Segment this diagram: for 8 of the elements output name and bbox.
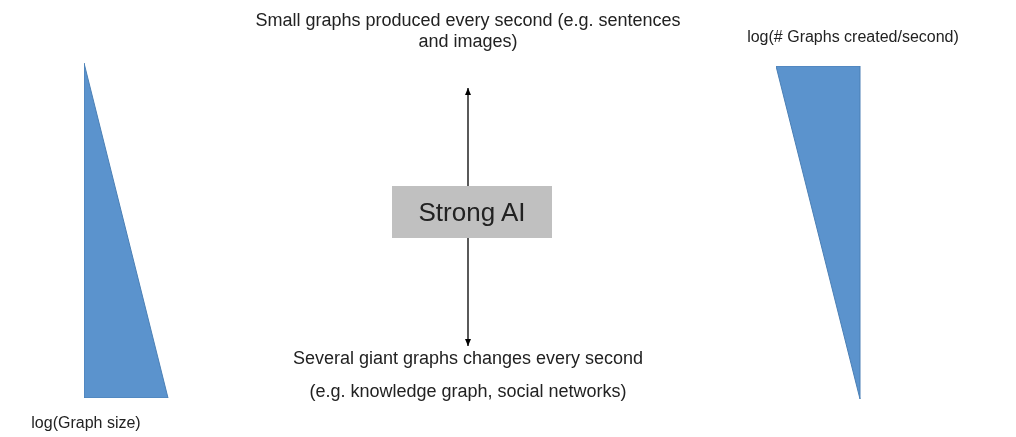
axis-label: log(# Graphs created/second) xyxy=(746,28,960,46)
text-label: (e.g. knowledge graph, social networks) xyxy=(308,381,628,402)
axis-label: log(Graph size) xyxy=(30,414,142,432)
text-label: Small graphs produced every second (e.g. sentences and images) xyxy=(254,10,682,52)
process-box: Strong AI xyxy=(392,186,552,238)
arrow xyxy=(465,237,471,347)
arrow xyxy=(465,87,471,187)
text-label: Several giant graphs changes every second xyxy=(291,348,645,369)
